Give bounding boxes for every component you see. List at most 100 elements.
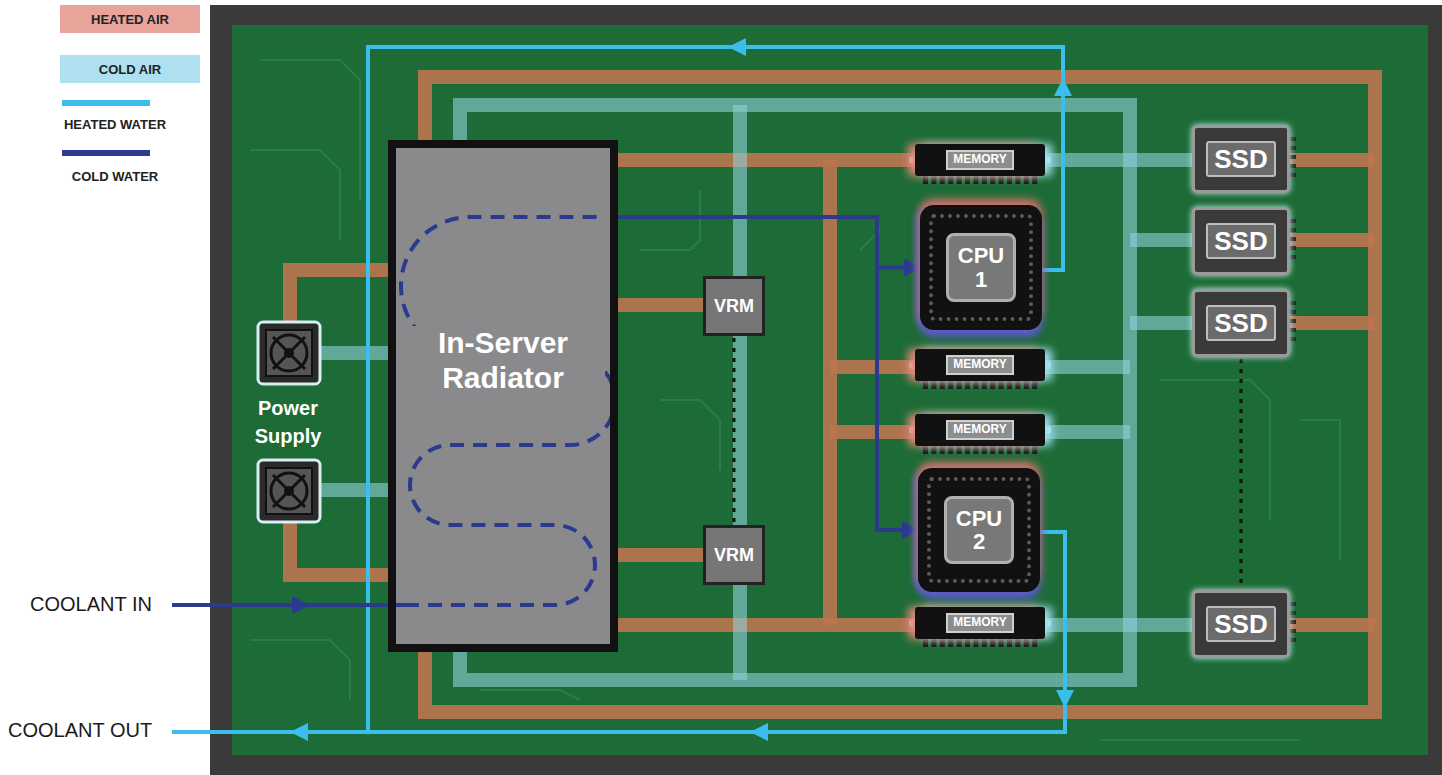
radiator-body xyxy=(388,140,618,652)
cold-water-pipe xyxy=(172,603,405,607)
flow-arrow xyxy=(750,723,768,741)
memory-pin xyxy=(923,381,928,389)
component-pins xyxy=(909,137,1296,647)
memory-pin xyxy=(931,639,936,647)
power-supply-fan xyxy=(266,468,312,514)
legend-text: COLD WATER xyxy=(72,169,158,184)
coolant-label: COOLANT IN xyxy=(30,593,152,616)
ssd-connector-pin xyxy=(1290,301,1296,305)
memory-pin xyxy=(940,446,945,454)
memory-pin xyxy=(957,176,962,184)
ssd-connector-pin xyxy=(1290,620,1296,624)
cpu-chip: CPU 1 xyxy=(920,205,1042,330)
memory-pin xyxy=(982,446,987,454)
memory-pin xyxy=(948,381,953,389)
circuit-traces xyxy=(660,400,720,470)
flow-arrow xyxy=(728,38,746,56)
heated-air-duct xyxy=(1290,618,1375,632)
circuit-traces xyxy=(640,190,700,250)
heated-air-duct xyxy=(290,77,1375,712)
legend-text: HEATED AIR xyxy=(91,12,169,27)
ssd-connector-pin xyxy=(1290,246,1296,250)
cold-air-duct xyxy=(1045,618,1192,632)
legend-item: HEATED AIR xyxy=(60,5,200,33)
cold-air-duct xyxy=(1045,153,1192,167)
memory-pin xyxy=(999,639,1004,647)
radiator-box-text: In-Server Radiator xyxy=(401,326,605,395)
ssd-connector-pin xyxy=(1290,137,1296,141)
ssd-drive: SSD xyxy=(1192,289,1290,357)
continuation-dots xyxy=(734,338,1241,588)
memory-module: MEMORY xyxy=(915,349,1045,381)
cpu-chip-text: CPU 2 xyxy=(944,496,1014,564)
flow-arrow xyxy=(290,38,1074,741)
ssd-drive-text: SSD xyxy=(1206,223,1275,260)
heated-air-duct xyxy=(618,153,915,167)
memory-pin xyxy=(1032,639,1037,647)
memory-pin xyxy=(1024,381,1029,389)
memory-pin xyxy=(1015,446,1020,454)
cold-air-duct xyxy=(320,483,388,497)
memory-pin xyxy=(957,446,962,454)
memory-pin xyxy=(982,381,987,389)
ssd-connector-pin xyxy=(1290,328,1296,332)
power-supply-fan xyxy=(284,348,294,358)
memory-pin xyxy=(965,446,970,454)
legend-text: COLD AIR xyxy=(99,62,161,77)
memory-pin xyxy=(973,176,978,184)
memory-pin xyxy=(999,446,1004,454)
memory-pin xyxy=(1024,639,1029,647)
memory-pin xyxy=(948,446,953,454)
server-chassis xyxy=(210,5,1442,775)
memory-pin xyxy=(982,176,987,184)
radiator-box: In-Server Radiator xyxy=(388,140,618,652)
heated-air-duct xyxy=(618,618,915,632)
memory-pin xyxy=(1015,381,1020,389)
circuit-traces xyxy=(1160,380,1270,520)
memory-pin xyxy=(923,639,928,647)
memory-pin xyxy=(948,176,953,184)
memory-pin xyxy=(948,639,953,647)
memory-pin xyxy=(940,639,945,647)
flow-arrow xyxy=(290,723,308,741)
ssd-connector-pin xyxy=(1290,638,1296,642)
memory-pin xyxy=(1024,176,1029,184)
memory-pin xyxy=(1007,446,1012,454)
heated-air-duct xyxy=(1290,233,1375,247)
memory-pin xyxy=(931,176,936,184)
power-supply-fan xyxy=(284,486,294,496)
ssd-connector-pin xyxy=(1290,310,1296,314)
heated-air-duct xyxy=(618,298,703,312)
vrm-chip: VRM xyxy=(703,525,765,585)
power-supply-label: Power Supply xyxy=(238,392,338,452)
ssd-drive-text: SSD xyxy=(1206,305,1275,342)
ssd-connector-pin xyxy=(1290,228,1296,232)
heated-air-duct xyxy=(1290,316,1375,330)
circuit-traces xyxy=(1300,420,1340,560)
memory-pin xyxy=(990,446,995,454)
ssd-drive: SSD xyxy=(1192,590,1290,658)
memory-pin xyxy=(999,381,1004,389)
memory-module-text: MEMORY xyxy=(946,355,1014,374)
ssd-drive-text: SSD xyxy=(1206,141,1275,178)
memory-pin xyxy=(957,639,962,647)
legend-item: COLD WATER xyxy=(40,166,190,186)
ssd-connector-pin xyxy=(1290,319,1296,323)
memory-pin xyxy=(1007,381,1012,389)
cold-air-duct xyxy=(320,346,388,360)
circuit-traces xyxy=(250,640,350,700)
cold-air-duct xyxy=(733,105,747,680)
memory-module: MEMORY xyxy=(915,414,1045,446)
memory-module-text: MEMORY xyxy=(946,613,1014,632)
ssd-drive: SSD xyxy=(1192,125,1290,193)
legend-item: HEATED WATER xyxy=(40,114,190,134)
flow-arrow xyxy=(1056,690,1074,708)
power-supply-label-text: Power Supply xyxy=(238,394,338,450)
heated-air-duct xyxy=(823,160,837,625)
heated-air-duct xyxy=(1290,153,1375,167)
memory-pin xyxy=(1032,381,1037,389)
vrm-chip-text: VRM xyxy=(714,545,754,566)
power-supply-fan xyxy=(258,460,320,522)
power-supply-fan xyxy=(271,335,307,371)
